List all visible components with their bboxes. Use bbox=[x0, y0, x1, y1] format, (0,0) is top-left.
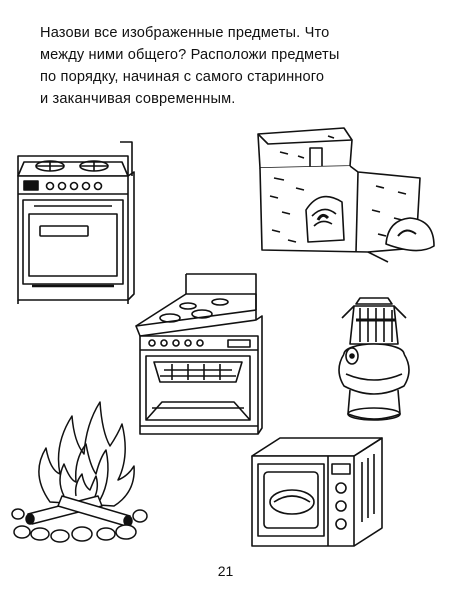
campfire-illustration bbox=[10, 384, 150, 544]
instruction-line: между ними общего? Расположи предметы bbox=[40, 47, 340, 63]
electric-stove-illustration bbox=[132, 270, 266, 440]
microwave-oven-illustration bbox=[244, 432, 390, 552]
instruction-line: Назови все изображенные предметы. Что bbox=[40, 25, 330, 41]
russian-clay-oven-illustration bbox=[248, 122, 436, 272]
instruction-line: по порядку, начиная с самого старинного bbox=[40, 69, 325, 85]
page-number: 21 bbox=[217, 563, 234, 579]
instruction-text: Назови все изображенные предметы. Что ме… bbox=[40, 22, 412, 110]
instruction-line: и заканчивая современным. bbox=[40, 91, 236, 107]
kerosene-stove-illustration bbox=[330, 290, 418, 426]
gas-stove-illustration bbox=[10, 136, 140, 306]
